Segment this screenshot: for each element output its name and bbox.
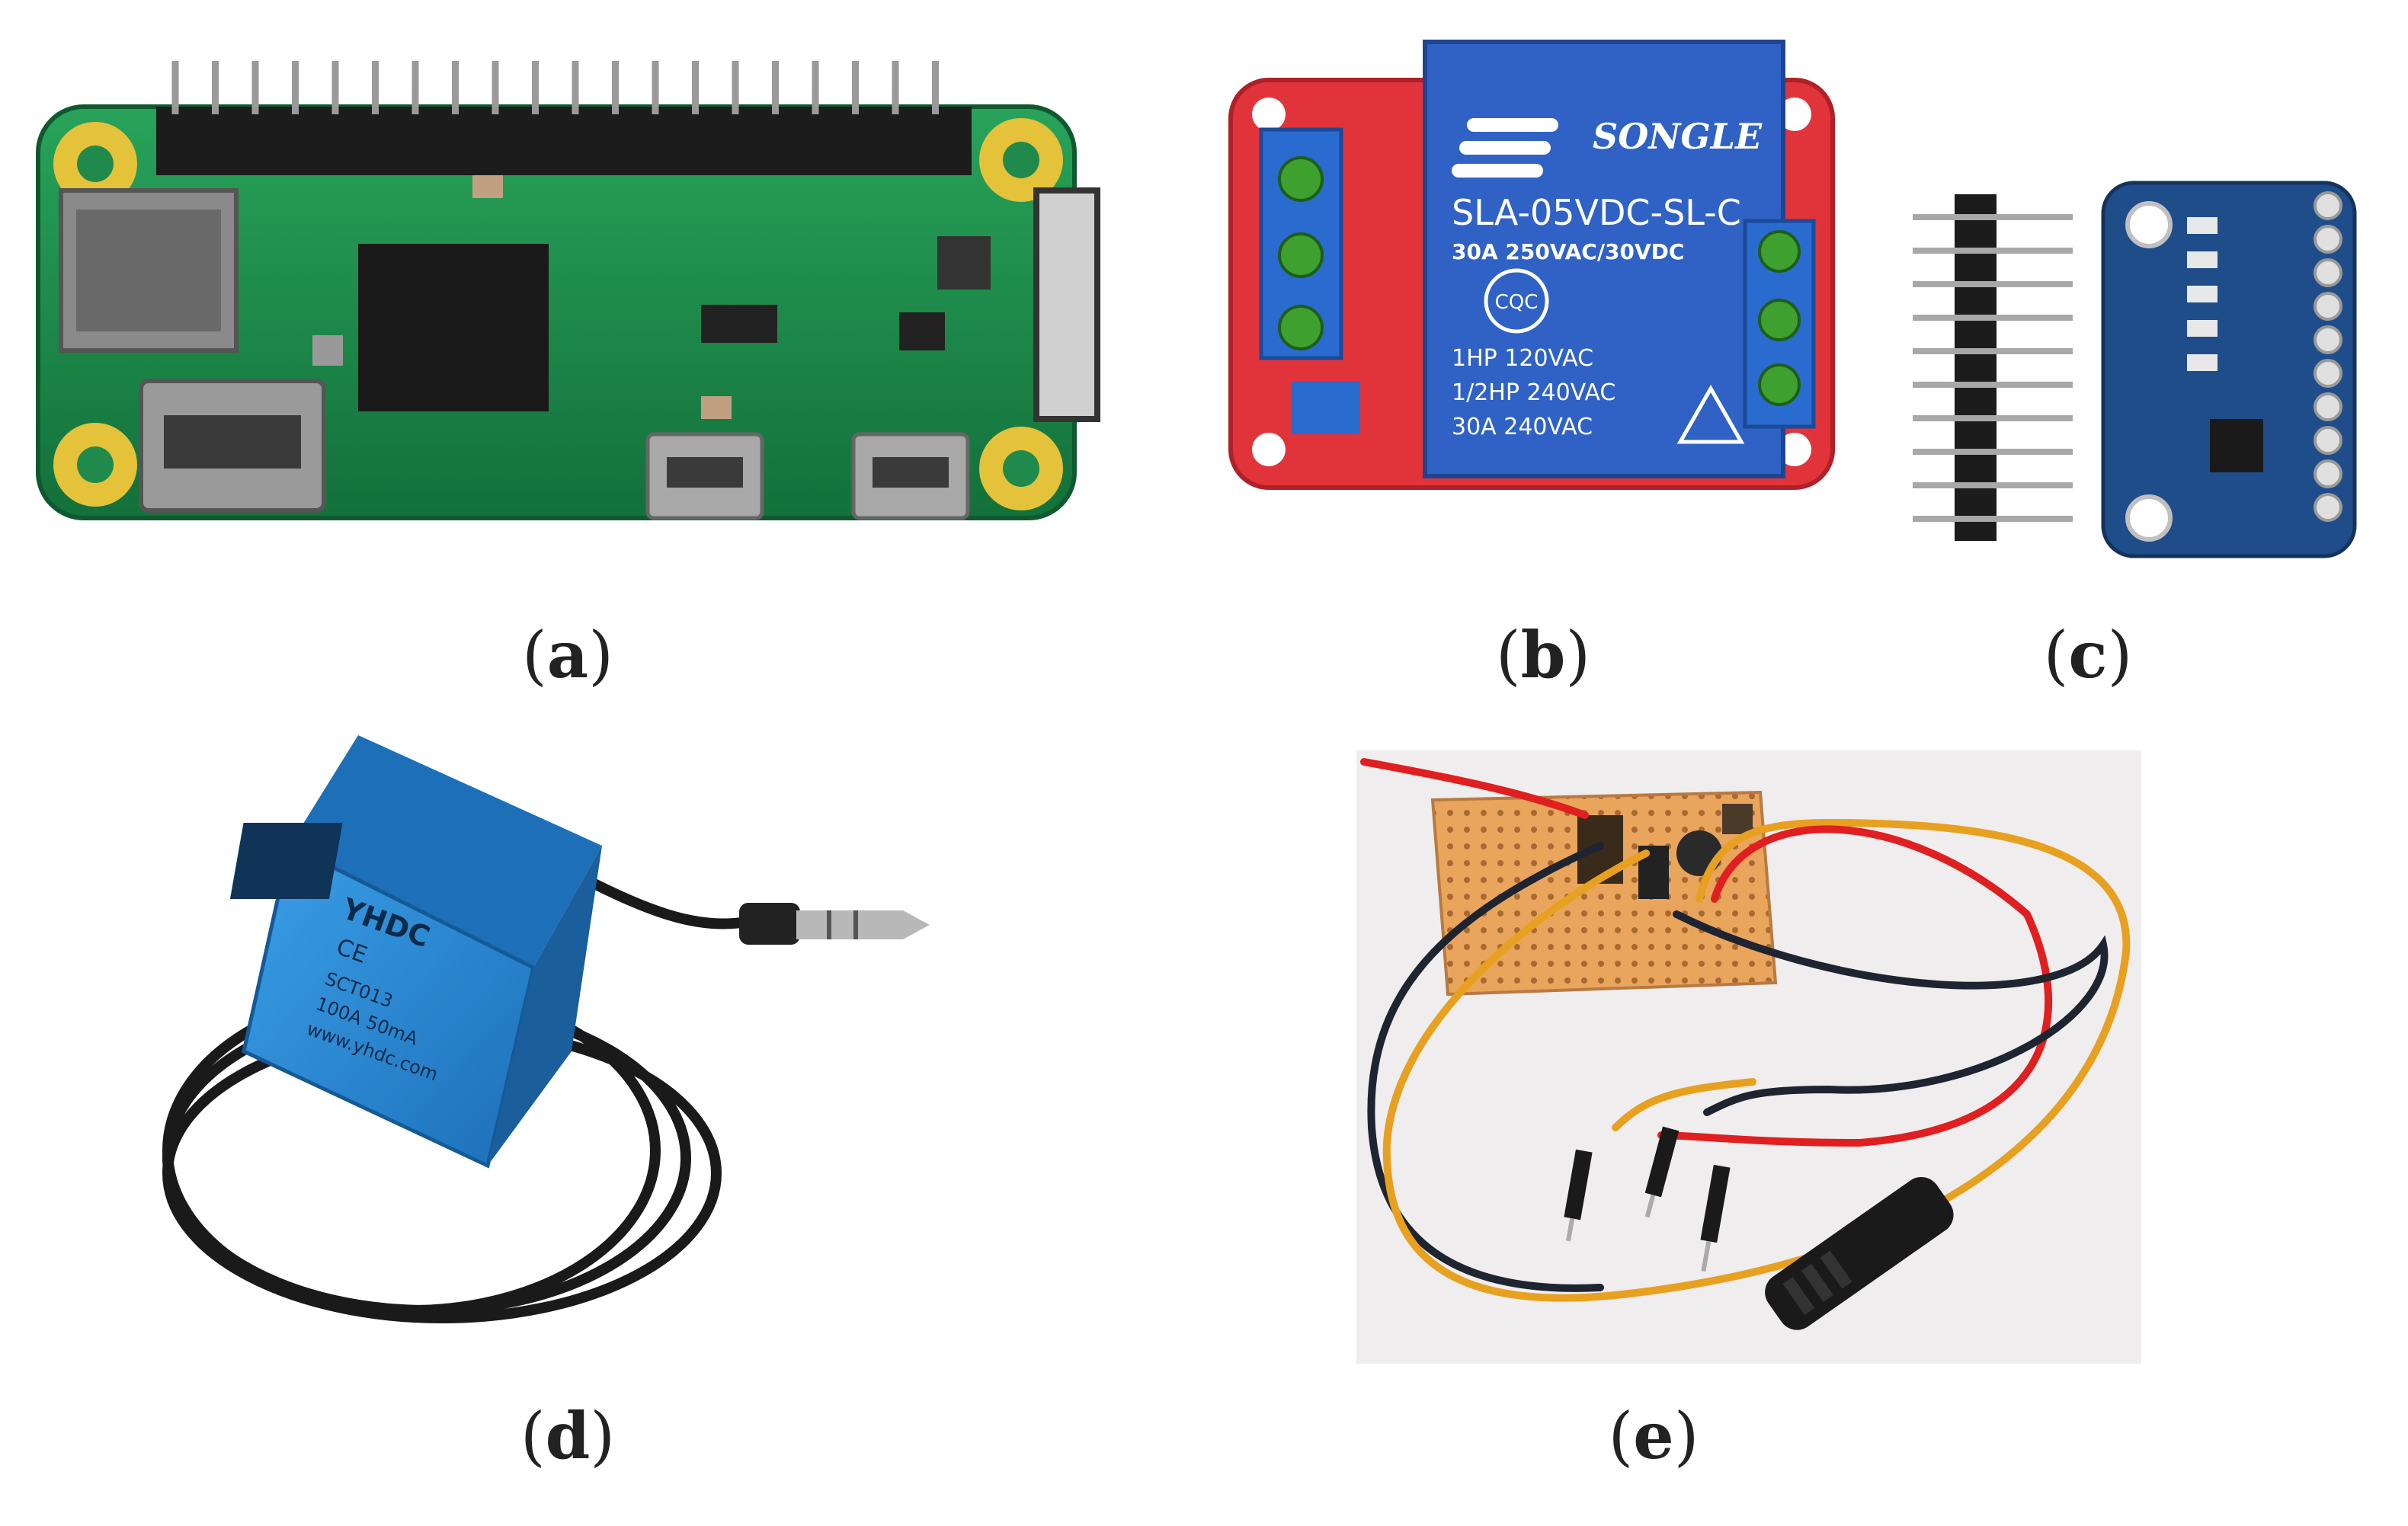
adc-pad [2314, 225, 2342, 254]
relay-cert: CQC [1495, 291, 1539, 314]
cqc-mark-icon [1484, 268, 1549, 334]
adc-pad [2314, 426, 2342, 455]
caption-c: (c) [2043, 617, 2133, 693]
ct-clamp-body [229, 735, 602, 1169]
pin-header-strip [1955, 194, 1997, 541]
songle-logo-icon [1452, 118, 1558, 178]
adc-pad [2314, 292, 2342, 321]
raspberry-pi-zero-image [36, 61, 1100, 520]
relay-line3: 30A 240VAC [1452, 414, 1593, 440]
interface-circuit-image [1356, 750, 2141, 1364]
wire-red [1657, 825, 2053, 1147]
audio-socket [1765, 1176, 1954, 1330]
relay-body [1423, 40, 1785, 478]
adc-pad [2314, 191, 2342, 220]
header-pins [1913, 214, 2073, 522]
adc-pad [2314, 459, 2342, 488]
wire-black [1673, 910, 2109, 1116]
adc-chip [2210, 419, 2263, 472]
caption-b: (b) [1495, 617, 1591, 693]
gpio-pins [171, 61, 939, 114]
jumper-pins [1564, 1126, 1731, 1272]
relay-line1: 1HP 120VAC [1452, 345, 1593, 372]
adc-pads [2314, 191, 2342, 522]
adc-module-image [1913, 181, 2357, 558]
caption-e: (e) [1608, 1398, 1699, 1473]
relay-module-image: SONGLE SLA-05VDC-SL-C 30A 250VAC/30VDC C… [1228, 40, 1835, 490]
relay-model: SLA-05VDC-SL-C [1452, 192, 1741, 233]
adc-board [2101, 181, 2357, 558]
relay-rating: 30A 250VAC/30VDC [1452, 239, 1684, 264]
wire-orange [1612, 1078, 1756, 1131]
soc-chip [358, 244, 549, 411]
camera-connector [1033, 187, 1100, 422]
relay-brand: SONGLE [1593, 116, 1763, 157]
relay-line2: 1/2HP 240VAC [1452, 379, 1615, 406]
adc-pad [2314, 325, 2342, 354]
caption-d: (d) [520, 1398, 616, 1473]
adc-pad [2314, 359, 2342, 388]
adc-pad [2314, 392, 2342, 421]
audio-jack [739, 903, 930, 945]
current-sensor-image: YHDC CE SCT013 100A 50mA www.yhdc.com [162, 735, 930, 1323]
wire-red [1360, 758, 1589, 819]
adc-pad [2314, 258, 2342, 287]
gpio-header [156, 107, 972, 175]
warning-triangle-icon [1676, 384, 1745, 444]
adc-pad [2314, 493, 2342, 522]
caption-a: (a) [522, 617, 613, 693]
wire-black [1367, 842, 1604, 1292]
